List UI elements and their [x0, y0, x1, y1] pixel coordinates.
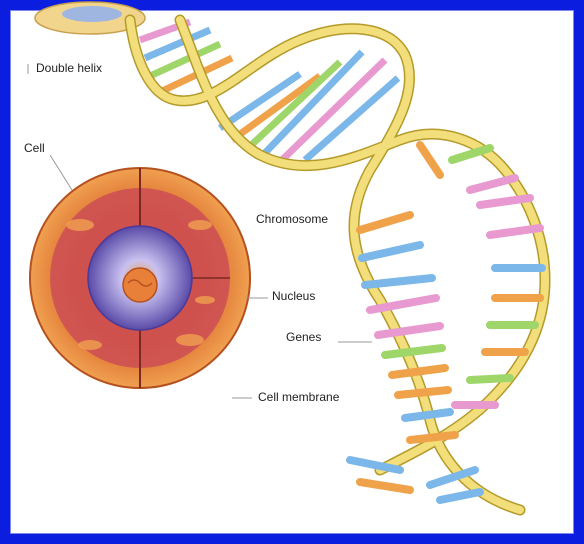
- dna-rungs-upper: [140, 22, 398, 160]
- label-cell-membrane: Cell membrane: [258, 390, 339, 404]
- label-genes: Genes: [286, 330, 321, 344]
- label-double-helix: Double helix: [36, 61, 102, 75]
- label-chromosome: Chromosome: [256, 212, 328, 226]
- label-cell: Cell: [24, 141, 45, 155]
- label-nucleus: Nucleus: [272, 289, 315, 303]
- cell-cross-section: [30, 168, 250, 388]
